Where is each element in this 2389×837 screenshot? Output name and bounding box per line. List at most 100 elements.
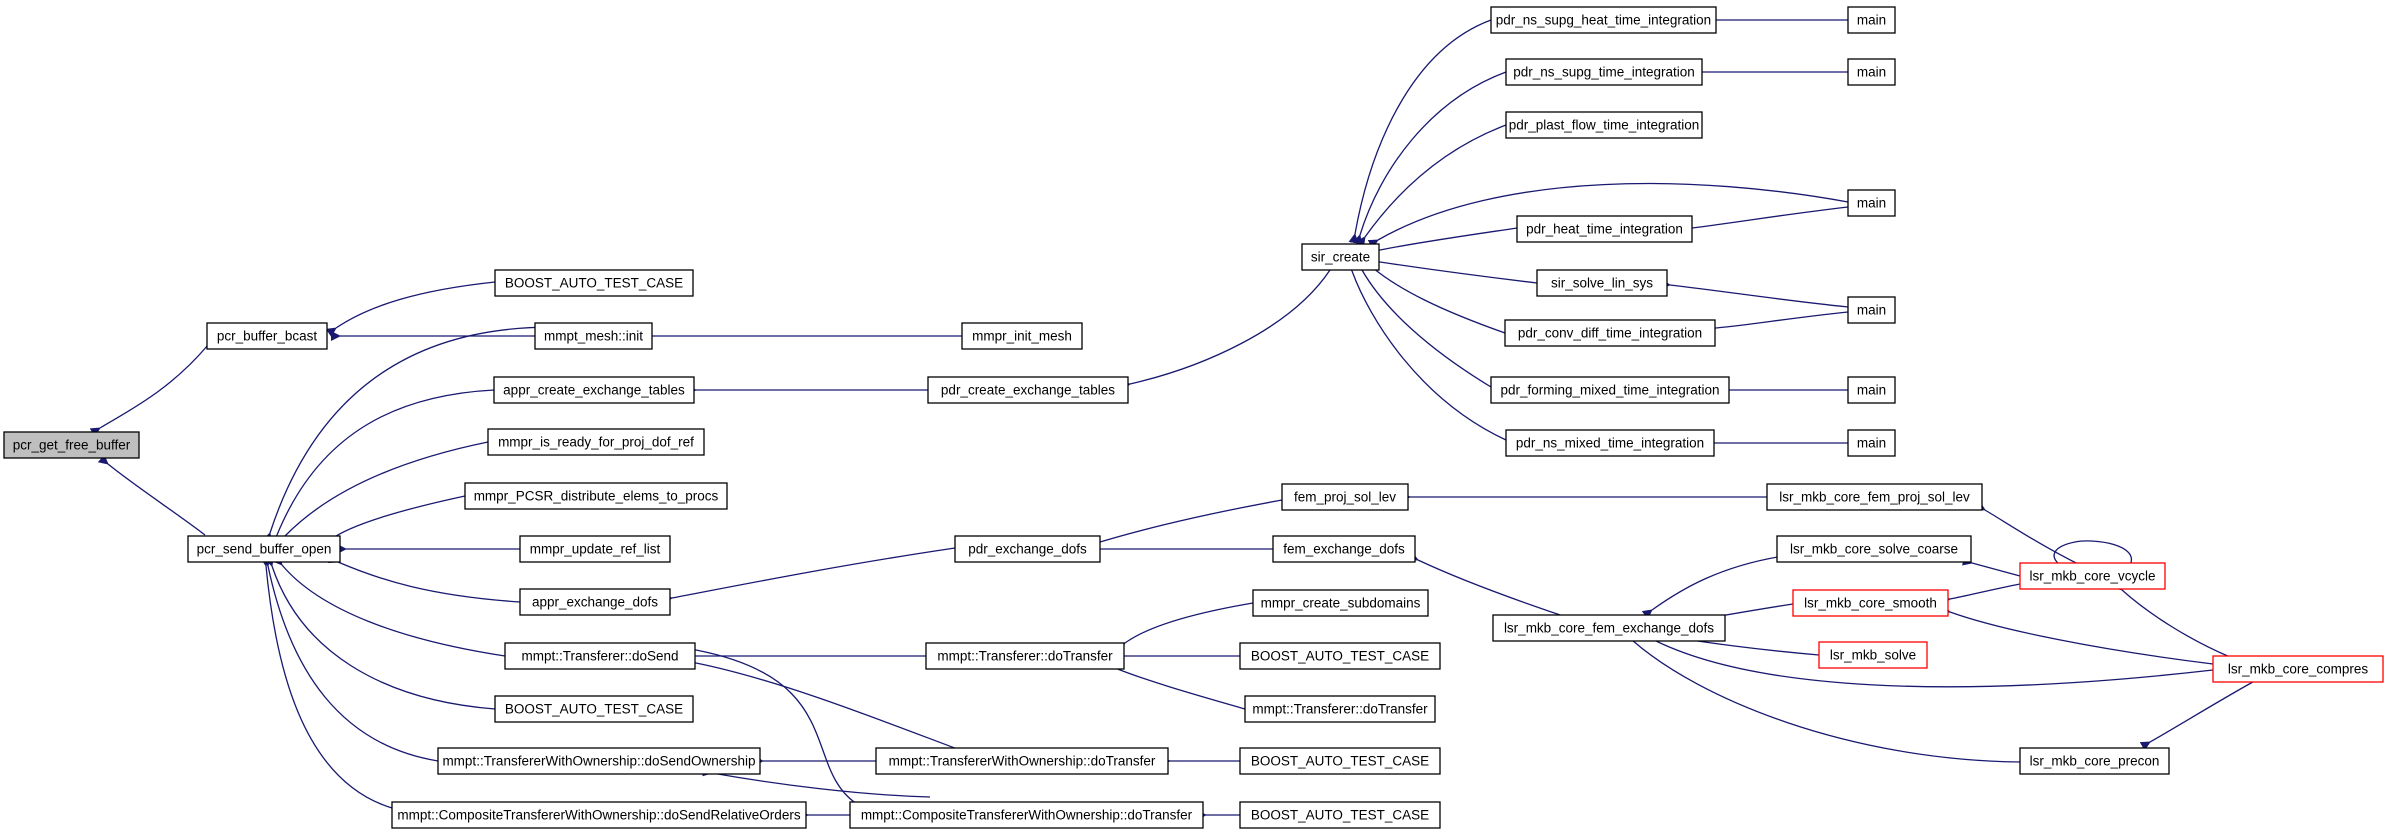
node-pdr-exchange-dofs[interactable]: pdr_exchange_dofs — [954, 535, 1101, 563]
node-label: pcr_buffer_bcast — [217, 329, 318, 344]
node-boost-4[interactable]: BOOST_AUTO_TEST_CASE — [1239, 747, 1441, 775]
node-box — [849, 801, 1204, 829]
call-nodes: pcr_get_free_buffer pcr_buffer_bcast pcr_s… — [3, 6, 2384, 829]
node-box — [519, 535, 671, 563]
node-label: mmpt::TransfererWithOwnership::doTransfe… — [889, 754, 1156, 769]
edge-apprexch-to-sendopen — [327, 553, 521, 603]
node-label: pdr_ns_supg_time_integration — [1513, 65, 1695, 80]
node-sir-create[interactable]: sir_create — [1301, 243, 1380, 271]
node-transferer-dotransfer2[interactable]: mmpt::Transferer::doTransfer — [1244, 695, 1436, 723]
node-fem-exchange-dofs[interactable]: fem_exchange_dofs — [1272, 535, 1416, 563]
node-boost-3[interactable]: BOOST_AUTO_TEST_CASE — [1239, 642, 1441, 670]
node-lsr-smooth[interactable]: lsr_mkb_core_smooth — [1792, 589, 1949, 617]
node-ctwoship-dotransfer[interactable]: mmpt::CompositeTransfererWithOwnership::… — [849, 801, 1204, 829]
node-pdr-plast[interactable]: pdr_plast_flow_time_integration — [1505, 111, 1703, 139]
node-label: mmpt_mesh::init — [544, 329, 643, 344]
edge-tdosend-to-sendopen — [272, 554, 506, 657]
node-lsr-precon[interactable]: lsr_mkb_core_precon — [2019, 747, 2170, 775]
node-pdr-ns-mixed[interactable]: pdr_ns_mixed_time_integration — [1505, 429, 1715, 457]
node-fem-proj-sol-lev[interactable]: fem_proj_sol_lev — [1281, 483, 1409, 511]
node-mmpr-pcsr[interactable]: mmpr_PCSR_distribute_elems_to_procs — [464, 482, 728, 510]
edge-compres-to-vcycle — [2111, 580, 2231, 658]
node-label: appr_exchange_dofs — [532, 595, 658, 610]
node-ctwoship-dosend[interactable]: mmpt::CompositeTransfererWithOwnership::… — [391, 801, 807, 829]
node-box — [504, 642, 696, 670]
node-appr-exchange-dofs[interactable]: appr_exchange_dofs — [519, 588, 671, 616]
node-lsr-fem-proj[interactable]: lsr_mkb_core_fem_proj_sol_lev — [1766, 483, 1983, 511]
node-label: pdr_exchange_dofs — [968, 542, 1087, 557]
node-pcr-get-free-buffer[interactable]: pcr_get_free_buffer — [3, 431, 140, 459]
node-box — [2212, 655, 2384, 683]
node-mmpr-update-ref-list[interactable]: mmpr_update_ref_list — [519, 535, 671, 563]
edge-main3-to-sircreate — [1367, 182, 1849, 249]
node-mmpt-mesh-init[interactable]: mmpt_mesh::init — [534, 322, 653, 350]
node-pdr-ns-supg[interactable]: pdr_ns_supg_time_integration — [1505, 58, 1703, 86]
edge-main4-to-convdiff — [1706, 311, 1849, 334]
node-mmpr-create-subdomains[interactable]: mmpr_create_subdomains — [1252, 589, 1429, 617]
node-box — [464, 482, 728, 510]
node-box — [1505, 429, 1715, 457]
node-pcr-send-buffer-open[interactable]: pcr_send_buffer_open — [187, 535, 341, 563]
edge-ctwdotransfer-to-tdosend — [686, 643, 861, 807]
node-label: main — [1857, 13, 1886, 28]
edge-sendopen-to-root — [97, 454, 206, 536]
node-mmpr-is-ready[interactable]: mmpr_is_ready_for_proj_dof_ref — [487, 428, 705, 456]
node-label: pdr_ns_mixed_time_integration — [1516, 436, 1704, 451]
node-box — [437, 747, 761, 775]
node-lsr-solve[interactable]: lsr_mkb_solve — [1818, 641, 1928, 669]
node-label: sir_solve_lin_sys — [1551, 276, 1653, 291]
node-lsr-vcycle[interactable]: lsr_mkb_core_vcycle — [2019, 562, 2166, 590]
node-transferer-dosend[interactable]: mmpt::Transferer::doSend — [504, 642, 696, 670]
node-mmpr-init-mesh[interactable]: mmpr_init_mesh — [961, 322, 1083, 350]
node-box — [1505, 58, 1703, 86]
edge-subdomains-to-tdotransfer — [1114, 602, 1254, 653]
node-main-2[interactable]: main — [1847, 58, 1896, 86]
edge-nsmixed-to-sircreate — [1344, 260, 1507, 441]
node-main-3[interactable]: main — [1847, 189, 1896, 217]
edge-compres-to-precon — [2139, 677, 2261, 751]
node-appr-create-exchange-tables[interactable]: appr_create_exchange_tables — [493, 376, 695, 404]
edge-lsrfemexch-to-femexch — [1407, 551, 1576, 621]
node-label: lsr_mkb_core_precon — [2030, 754, 2160, 769]
edge-sirsolve-to-sircreate — [1370, 255, 1538, 284]
node-box — [1492, 614, 1726, 642]
node-label: mmpt::Transferer::doSend — [521, 649, 678, 664]
node-lsr-solve-coarse[interactable]: lsr_mkb_core_solve_coarse — [1776, 535, 1972, 563]
node-pdr-forming[interactable]: pdr_forming_mixed_time_integration — [1490, 376, 1730, 404]
node-main-1[interactable]: main — [1847, 6, 1896, 34]
node-box — [1516, 215, 1693, 243]
node-twoship-dosend[interactable]: mmpt::TransfererWithOwnership::doSendOwn… — [437, 747, 761, 775]
node-main-5[interactable]: main — [1847, 376, 1896, 404]
node-label: mmpr_update_ref_list — [530, 542, 661, 557]
node-twoship-dotransfer[interactable]: mmpt::TransfererWithOwnership::doTransfe… — [875, 747, 1169, 775]
node-pdr-conv-diff[interactable]: pdr_conv_diff_time_integration — [1504, 319, 1716, 347]
edge-vcycle-to-lsrfemproj — [1974, 501, 2081, 566]
node-label: main — [1857, 303, 1886, 318]
node-lsr-compres[interactable]: lsr_mkb_core_compres — [2212, 655, 2384, 683]
node-label: lsr_mkb_core_vcycle — [2029, 569, 2155, 584]
node-main-4[interactable]: main — [1847, 296, 1896, 324]
node-boost-5[interactable]: BOOST_AUTO_TEST_CASE — [1239, 801, 1441, 829]
node-box — [1766, 483, 1983, 511]
node-label: pdr_create_exchange_tables — [941, 383, 1115, 398]
node-boost-2[interactable]: BOOST_AUTO_TEST_CASE — [494, 695, 694, 723]
node-label: appr_create_exchange_tables — [503, 383, 685, 398]
edge-twdotransfer-to-tdosend — [686, 656, 961, 751]
node-box — [1490, 6, 1717, 34]
node-box — [1281, 483, 1409, 511]
node-lsr-fem-exchange[interactable]: lsr_mkb_core_fem_exchange_dofs — [1492, 614, 1726, 642]
node-sir-solve[interactable]: sir_solve_lin_sys — [1536, 269, 1668, 297]
node-pdr-ns-supg-heat[interactable]: pdr_ns_supg_heat_time_integration — [1490, 6, 1717, 34]
node-boost-1[interactable]: BOOST_AUTO_TEST_CASE — [494, 269, 694, 297]
edge-apprcreate-to-sendopen — [268, 389, 495, 546]
node-box — [1847, 376, 1896, 404]
node-transferer-dotransfer[interactable]: mmpt::Transferer::doTransfer — [925, 642, 1125, 670]
node-main-6[interactable]: main — [1847, 429, 1896, 457]
node-pcr-buffer-bcast[interactable]: pcr_buffer_bcast — [206, 322, 328, 350]
node-box — [1272, 535, 1416, 563]
node-pdr-heat[interactable]: pdr_heat_time_integration — [1516, 215, 1693, 243]
node-label: pdr_forming_mixed_time_integration — [1500, 383, 1719, 398]
node-box — [2019, 747, 2170, 775]
node-pdr-create-exchange-tables[interactable]: pdr_create_exchange_tables — [927, 376, 1129, 404]
